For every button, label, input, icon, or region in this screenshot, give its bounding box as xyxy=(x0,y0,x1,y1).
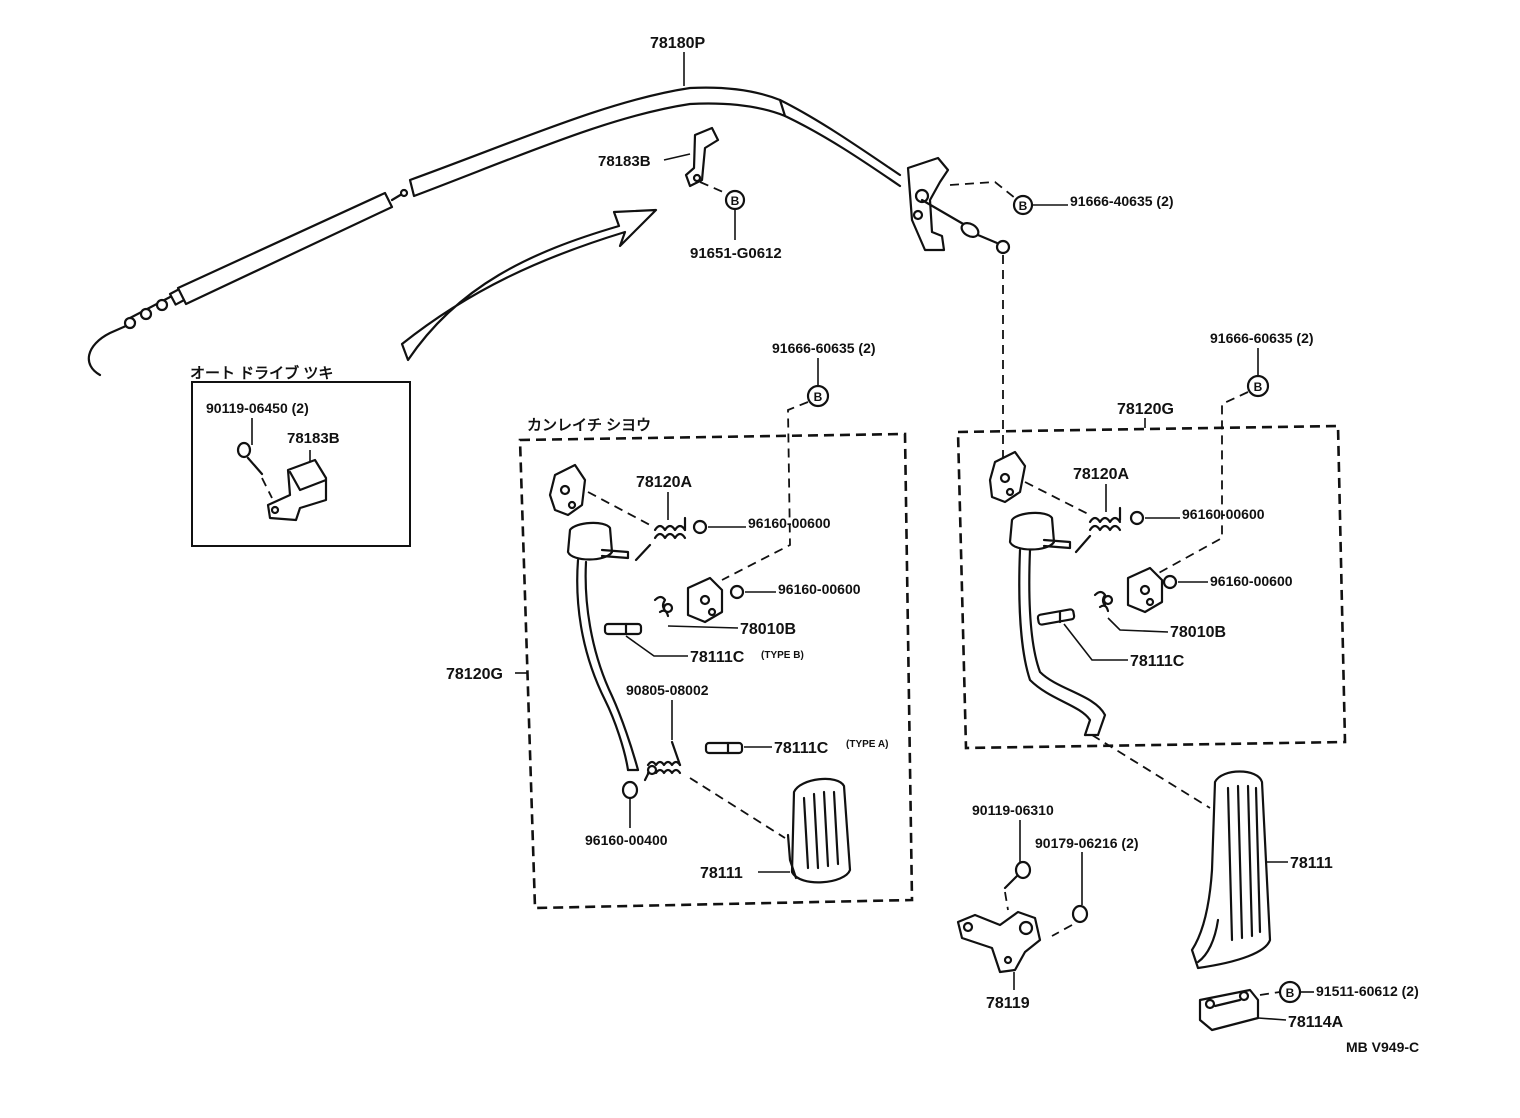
left-clip-1-label: 96160-00600 xyxy=(748,515,831,531)
left-return-spring-label: 90805-08002 xyxy=(626,682,709,698)
right-upper-bracket-icon xyxy=(988,450,1027,504)
hinge-bracket-label: 78114A xyxy=(1288,1014,1344,1031)
left-assy-label: 78120G xyxy=(446,666,503,683)
inset-bracket-icon xyxy=(266,458,328,522)
hinge-bolt-label: 91511-60612 (2) xyxy=(1316,983,1419,999)
right-bolt-b-label: 91666-60635 (2) xyxy=(1210,330,1314,346)
left-clip-1-icon xyxy=(692,519,708,535)
left-spring-label: 78120A xyxy=(636,474,692,491)
top-bracket-label: 78183B xyxy=(598,153,651,170)
left-pad-label: 78111 xyxy=(700,865,743,882)
left-clip-2-label: 96160-00600 xyxy=(778,581,861,597)
top-bracket-icon xyxy=(684,126,720,188)
hinge-bracket-icon xyxy=(1198,988,1260,1032)
b-marker-4: B xyxy=(1254,380,1263,394)
stop-bolt-label: 90119-06310 xyxy=(972,802,1054,818)
left-upper-bracket-icon xyxy=(548,463,587,517)
right-spring-icon xyxy=(1074,506,1122,554)
left-return-spring-icon xyxy=(643,740,682,782)
right-clip-1-icon xyxy=(1129,510,1145,526)
left-bush-a-type: (TYPE A) xyxy=(846,739,888,750)
left-bush-b-icon xyxy=(603,622,643,636)
stopper-bracket-icon xyxy=(956,910,1042,974)
left-bush-a-label: 78111C xyxy=(774,740,829,757)
b-marker-3: B xyxy=(814,390,823,404)
right-bush-icon xyxy=(1036,608,1076,626)
cable-bracket-icon xyxy=(906,156,1011,255)
right-pedal-arm-icon xyxy=(1008,511,1107,737)
right-bracket-label: 78010B xyxy=(1170,624,1226,641)
right-clip-2-icon xyxy=(1162,574,1178,590)
right-spring-label: 78120A xyxy=(1073,466,1129,483)
right-pad-label: 78111 xyxy=(1290,855,1333,872)
right-assy-box xyxy=(956,424,1347,750)
right-bracket-78010b-icon xyxy=(1093,566,1164,614)
inset-bolt-label: 90119-06450 (2) xyxy=(206,400,309,416)
b-marker-2: B xyxy=(1019,199,1028,213)
view-arrow-icon xyxy=(400,208,658,362)
right-pedal-pad-icon xyxy=(1190,770,1272,970)
right-bush-label: 78111C xyxy=(1130,653,1185,670)
inset-bracket-label: 78183B xyxy=(287,430,340,447)
accelerator-cable xyxy=(87,86,902,377)
right-assy-label: 78120G xyxy=(1117,401,1174,418)
left-bush-b-type: (TYPE B) xyxy=(761,650,804,661)
inset-box xyxy=(191,381,411,547)
stop-bolt-icon xyxy=(1003,860,1032,890)
left-bolt-b-label: 91666-60635 (2) xyxy=(772,340,876,356)
stopper-bracket-label: 78119 xyxy=(986,995,1030,1012)
left-assy-box xyxy=(518,432,914,910)
diagram-code: MB V949-C xyxy=(1346,1039,1419,1055)
left-bush-b-label: 78111C xyxy=(690,649,745,666)
b-marker-1: B xyxy=(731,194,740,208)
cable-label: 78180P xyxy=(650,35,705,52)
left-bracket-78010b-icon xyxy=(653,576,724,624)
left-box-title: カンレイチ シヨウ xyxy=(527,417,651,434)
inset-bolt-icon xyxy=(236,441,264,476)
right-clip-2-label: 96160-00600 xyxy=(1210,573,1293,589)
b-marker-5: B xyxy=(1286,986,1295,1000)
stop-nut-icon xyxy=(1071,904,1089,924)
inset-title: オート ドライブ ツキ xyxy=(190,364,333,382)
left-clip-3-label: 96160-00400 xyxy=(585,832,668,848)
left-spring-icon xyxy=(634,516,687,562)
left-clip-2-icon xyxy=(729,584,745,600)
left-pedal-arm-icon xyxy=(566,521,640,772)
left-clip-3-icon xyxy=(621,780,639,800)
left-pedal-pad-icon xyxy=(786,777,852,884)
top-bolt-label: 91651-G0612 xyxy=(690,245,782,262)
left-bush-a-icon xyxy=(704,741,744,755)
right-clip-1-label: 96160-00600 xyxy=(1182,506,1265,522)
bolt-b-right-label: 91666-40635 (2) xyxy=(1070,193,1174,209)
left-bracket-label: 78010B xyxy=(740,621,796,638)
stop-nut-label: 90179-06216 (2) xyxy=(1035,835,1139,851)
